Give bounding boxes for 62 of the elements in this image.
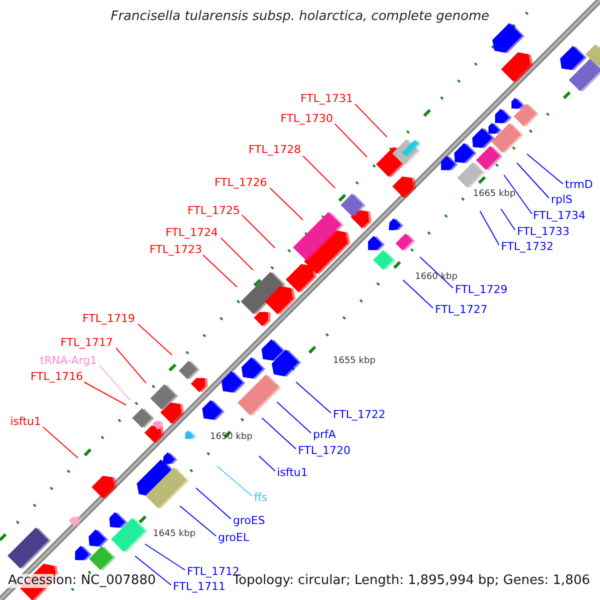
leader-line (144, 544, 186, 570)
gene-label: FTL_1724 (166, 226, 218, 240)
leader-line (270, 188, 304, 220)
leader-line (402, 280, 434, 308)
gene-label: ffs (254, 491, 268, 505)
leader-line (196, 488, 232, 520)
gene-label: FTL_1727 (435, 303, 488, 317)
gene-label: groEL (218, 531, 250, 545)
tick-label: 1645 kbp (153, 528, 196, 541)
leader-line (516, 162, 550, 198)
leader-line (242, 214, 276, 248)
leader-line (500, 208, 516, 230)
leader-line (302, 156, 336, 188)
gene-label: FTL_1729 (455, 283, 508, 297)
gene-label: FTL_1716 (30, 370, 83, 384)
gene-label: FTL_1732 (501, 240, 554, 254)
gene-label: FTL_1722 (333, 408, 386, 422)
leader-line (262, 418, 296, 450)
gene-label: FTL_1717 (60, 336, 113, 350)
tick-label: 1660 kbp (415, 271, 458, 284)
leader-line (98, 364, 130, 400)
gene-label: FTL_1719 (82, 312, 135, 326)
gene-label: trmD (565, 178, 593, 192)
leader-line (216, 466, 252, 496)
gene-label: FTL_1734 (533, 209, 586, 223)
leader-line (116, 348, 146, 384)
gene-label: FTL_1720 (298, 444, 350, 458)
leader-line (334, 124, 368, 158)
leader-line (354, 104, 388, 138)
leader-line (84, 382, 126, 406)
gene-label: FTL_1728 (248, 143, 301, 157)
tick-label: 1665 kbp (473, 188, 516, 201)
gene-label: FTL_1730 (280, 112, 333, 126)
gene-label: FTL_1725 (188, 204, 240, 218)
gene-label: isftu1 (10, 415, 41, 429)
gene-label: FTL_1711 (173, 580, 226, 594)
gene-label: FTL_1726 (214, 176, 267, 190)
leader-line (134, 556, 172, 586)
leader-line (138, 324, 172, 356)
gene-label: groES (233, 514, 265, 528)
leader-line (276, 402, 312, 434)
gene-label: prfA (313, 428, 336, 442)
gene-label: isftu1 (277, 466, 308, 480)
leader-line (504, 174, 532, 214)
leader-line (180, 506, 216, 536)
leader-line (202, 254, 238, 288)
leader-line (420, 256, 454, 288)
gene-label: tRNA-Arg1 (40, 354, 97, 368)
gene-label: FTL_1731 (300, 92, 353, 106)
tick-label: 1650 kbp (210, 431, 252, 444)
gene-label: FTL_1733 (517, 225, 570, 239)
map-title: Francisella tularensis subsp. holarctica, complete genome (110, 10, 490, 24)
gene-label: FTL_1723 (150, 243, 202, 257)
leader-line (258, 456, 276, 472)
gene-label: rplS (551, 193, 573, 207)
leader-line (42, 426, 78, 458)
accession-note: Accession: NC_007880 (8, 574, 156, 588)
leader-line (220, 238, 254, 270)
leader-line (480, 210, 500, 246)
leader-line (296, 382, 332, 414)
tick-label: 1655 kbp (333, 355, 376, 368)
leader-line (526, 154, 564, 184)
